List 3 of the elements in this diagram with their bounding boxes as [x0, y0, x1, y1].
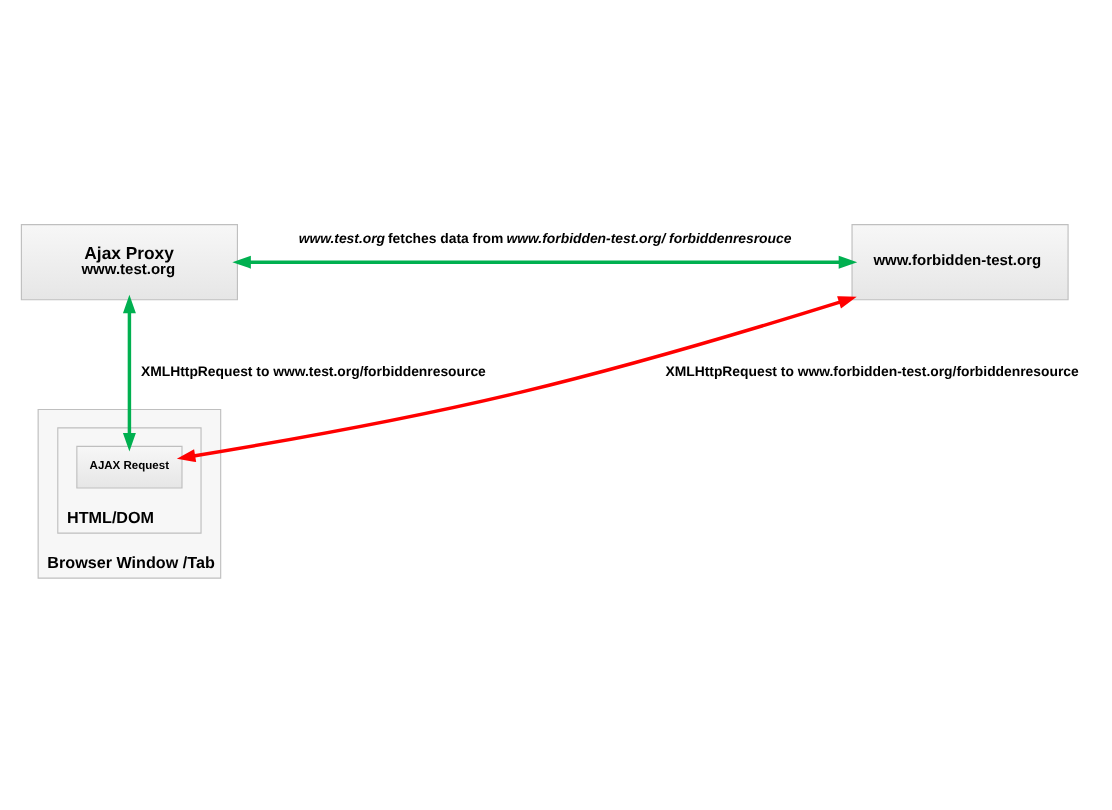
arrow — [122, 293, 136, 451]
arrow — [232, 254, 858, 268]
arrow — [176, 295, 857, 462]
